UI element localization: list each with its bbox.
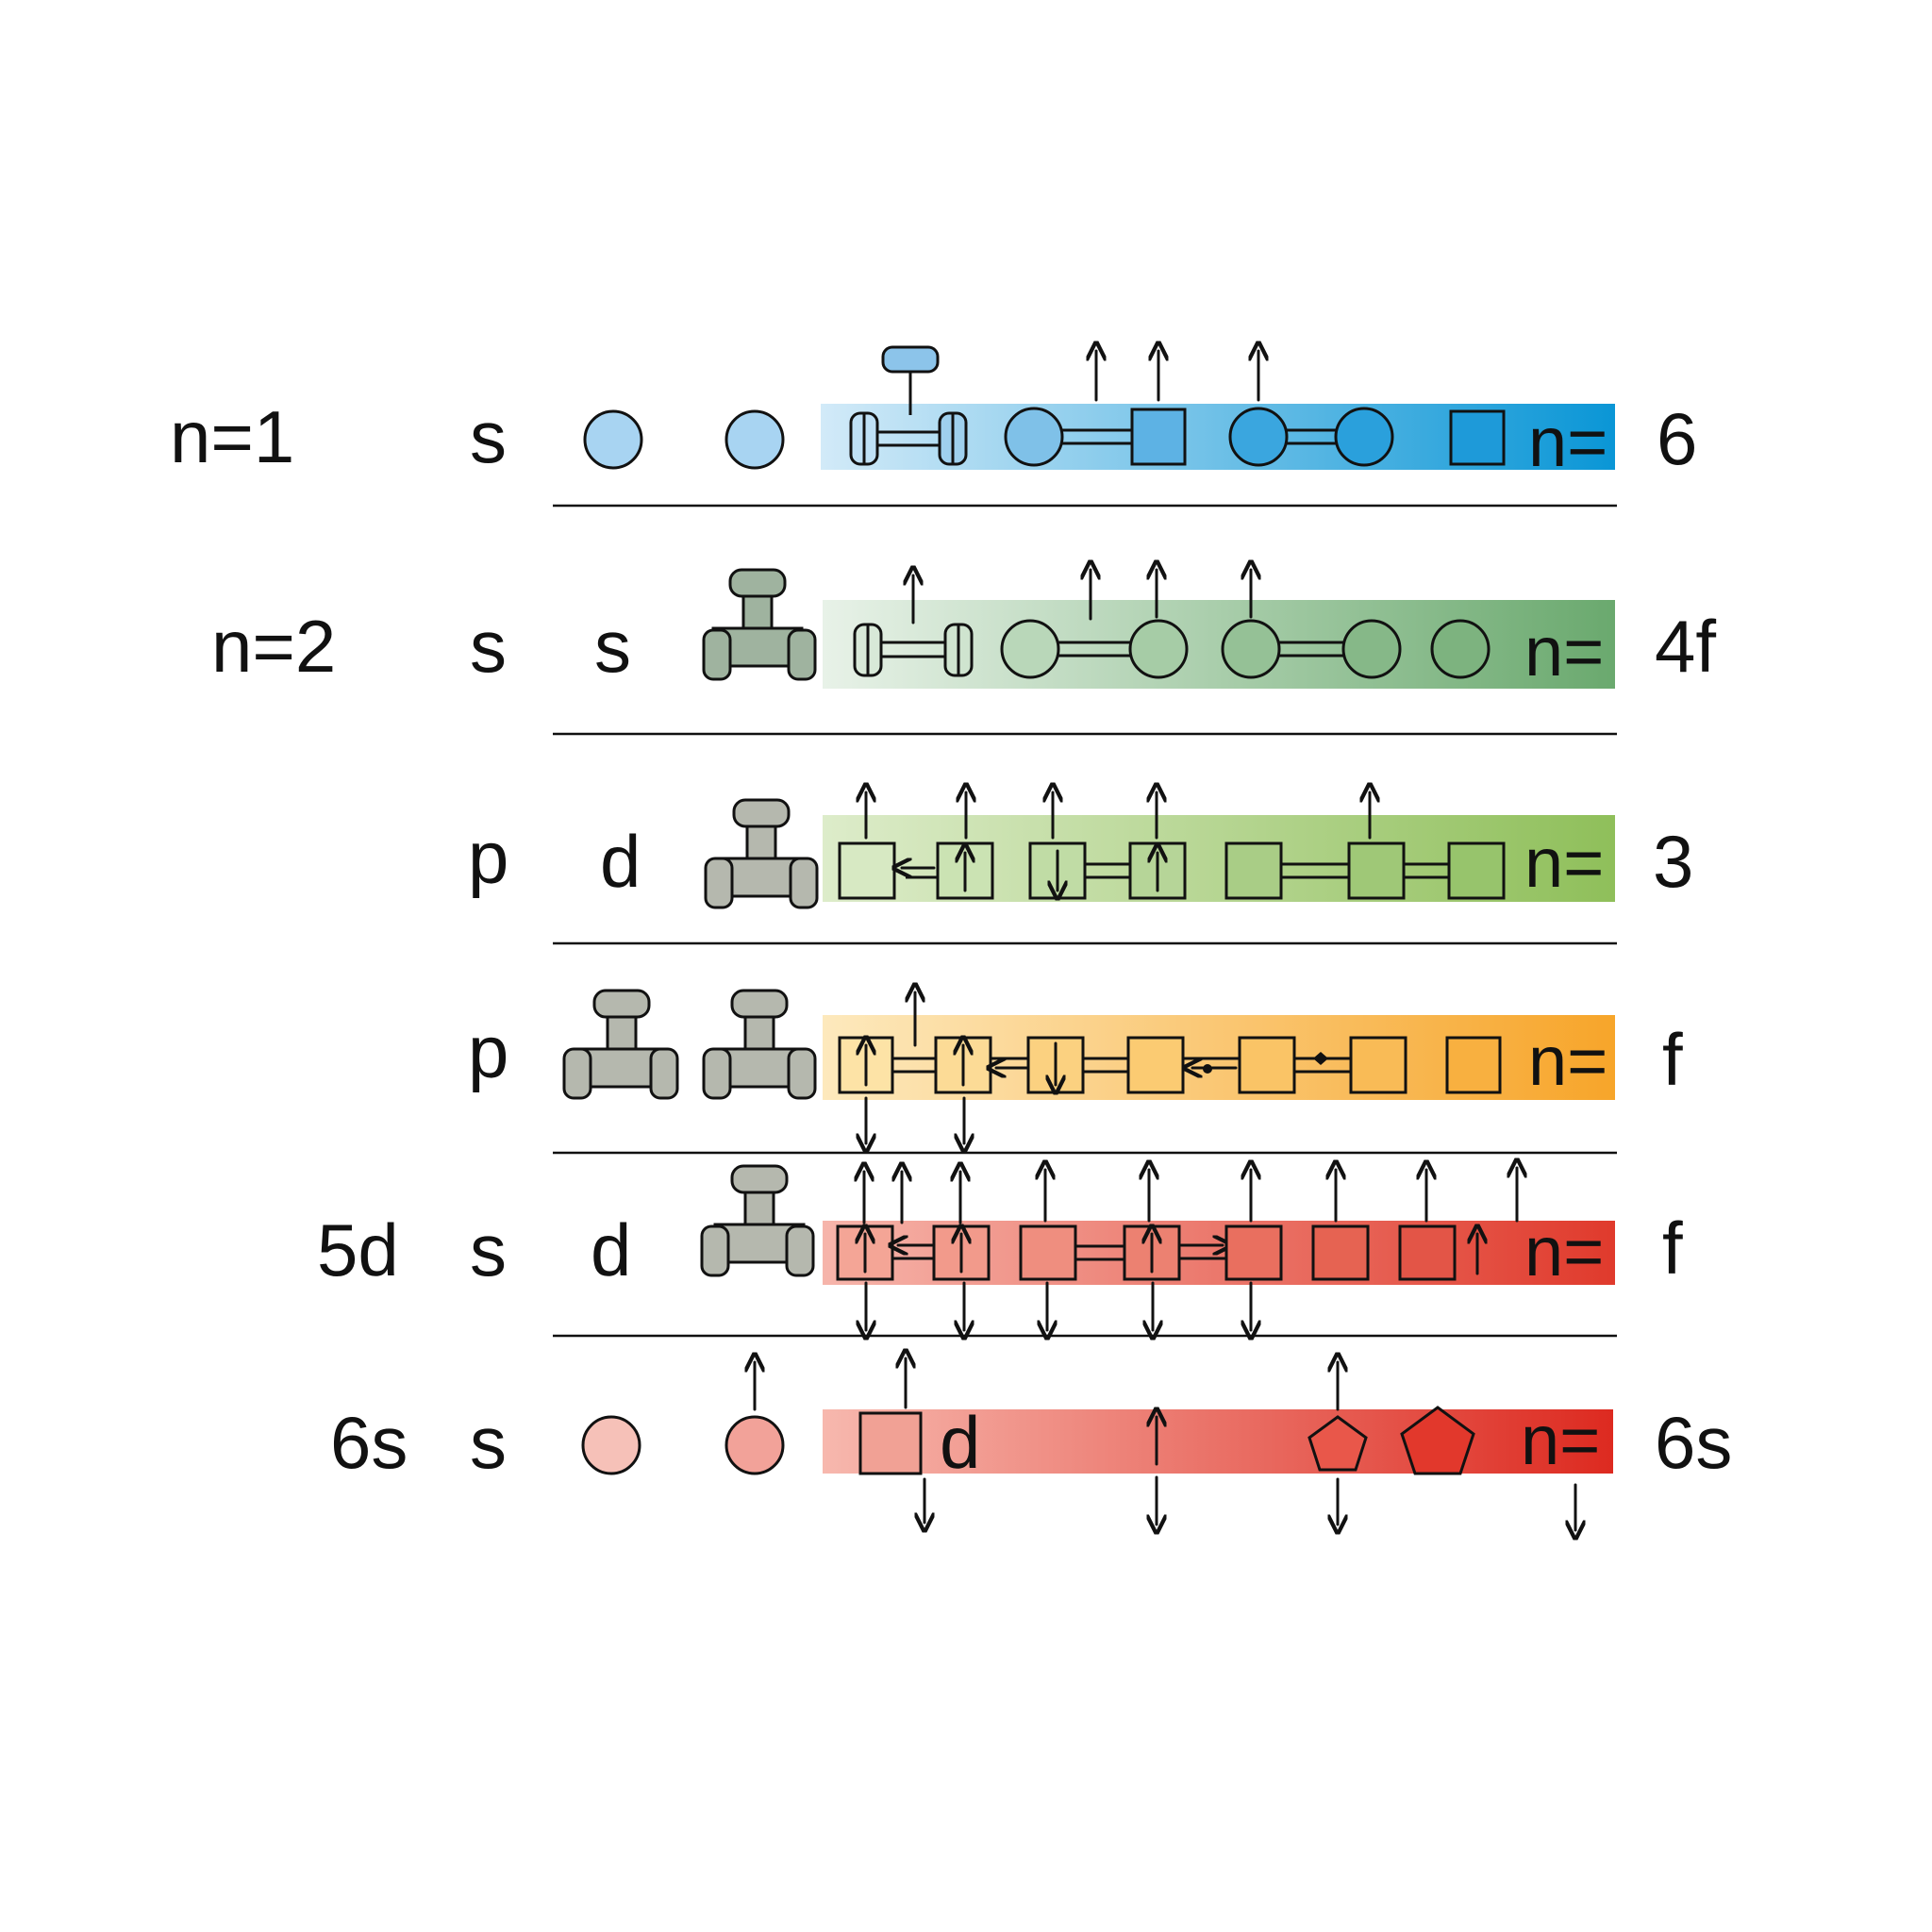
right-label: f — [1662, 1018, 1683, 1101]
orbital-box — [1347, 841, 1406, 900]
orbital-circle — [1341, 619, 1402, 679]
band-tail-label: n= — [1528, 1022, 1607, 1100]
pentagon-icon — [1307, 1415, 1368, 1472]
dumbbell-icon — [853, 623, 974, 677]
orbital-circle — [1000, 619, 1060, 679]
orbital-circle — [1128, 619, 1189, 679]
right-label: f — [1662, 1207, 1683, 1290]
pipe-fitting-icon — [704, 798, 819, 909]
orbital-box — [1398, 1224, 1457, 1281]
pipe-fitting-icon — [702, 989, 817, 1100]
subshell-label: s — [470, 605, 507, 688]
subshell-label: s — [594, 605, 631, 688]
orbital-circle — [581, 1415, 641, 1475]
orbital-circle — [1334, 407, 1394, 467]
orbital-box — [1447, 841, 1506, 900]
row-band-6 — [823, 1409, 1613, 1474]
orbital-circle — [1004, 407, 1064, 467]
subshell-label: s — [470, 1401, 507, 1484]
orbital-circle — [724, 409, 785, 470]
right-label: 4f — [1655, 605, 1716, 688]
orbital-circle — [1228, 407, 1289, 467]
left-label-n2: n=2 — [211, 605, 336, 688]
pipe-fitting-icon — [881, 345, 940, 415]
orbital-circle — [583, 409, 643, 470]
band-tail-label: n= — [1524, 612, 1604, 691]
orbital-circle — [1221, 619, 1281, 679]
orbital-box — [1449, 409, 1506, 466]
subshell-label: s — [470, 395, 507, 478]
band-tail-label: n= — [1528, 403, 1607, 481]
band-tail-label: n= — [1524, 1212, 1604, 1291]
subshell-label: s — [470, 1208, 507, 1291]
orbital-box — [1130, 408, 1187, 466]
orbital-circle — [1430, 619, 1491, 679]
left-label-5d: 5d — [317, 1208, 399, 1291]
orbital-box — [1445, 1036, 1502, 1094]
orbital-box — [1349, 1036, 1407, 1094]
band-tail-label: n= — [1524, 824, 1604, 902]
pipe-fitting-icon — [562, 989, 679, 1100]
left-label-n1: n=1 — [170, 395, 294, 478]
orbital-circle — [724, 1415, 785, 1475]
orbital-box — [1238, 1036, 1296, 1094]
dumbbell-icon — [849, 411, 968, 466]
right-label: 6s — [1655, 1401, 1732, 1484]
right-label: 6 — [1657, 397, 1697, 480]
orbital-box — [1311, 1224, 1370, 1281]
orbital-box — [838, 841, 896, 900]
left-label-6s: 6s — [330, 1401, 408, 1484]
band-tail-label: n= — [1521, 1401, 1600, 1479]
right-label: 3 — [1653, 820, 1693, 903]
band-d-label: d — [940, 1401, 980, 1484]
orbital-box — [1224, 1224, 1283, 1281]
pipe-fitting-icon — [700, 1164, 815, 1277]
pentagon-icon — [1400, 1406, 1475, 1475]
orbital-box — [1126, 1036, 1185, 1094]
subshell-label: p — [468, 816, 508, 899]
row-band-2 — [823, 600, 1615, 689]
subshell-label: d — [600, 820, 641, 903]
subshell-label: d — [591, 1208, 631, 1291]
orbital-box — [1224, 841, 1283, 900]
orbital-box — [858, 1411, 923, 1475]
pipe-fitting-icon — [702, 568, 817, 681]
subshell-label: p — [468, 1010, 508, 1093]
orbital-box — [1019, 1224, 1077, 1281]
